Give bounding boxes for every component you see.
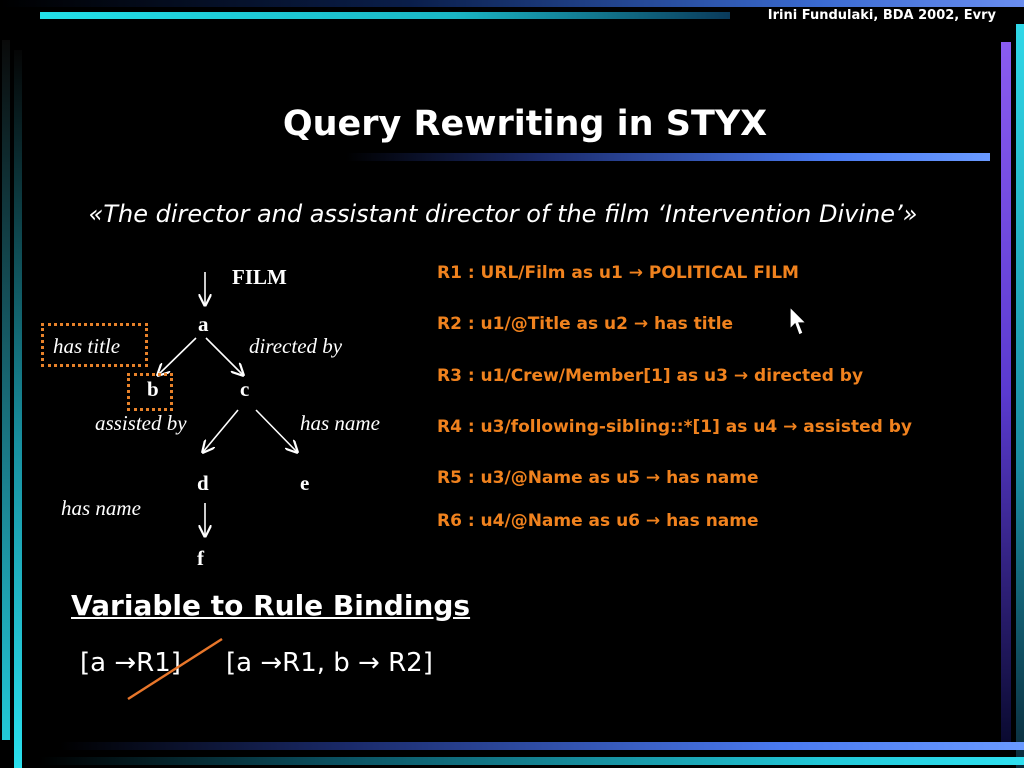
tree-node-e: e (300, 471, 310, 495)
edge-label-assisted-by: assisted by (95, 411, 187, 435)
tree-node-f: f (197, 546, 204, 570)
rule-r6: R6 : u4/@Name as u6 → has name (437, 511, 759, 531)
edge-a-b (158, 337, 197, 375)
slide-credit: Irini Fundulaki, BDA 2002, Evry (767, 8, 996, 23)
left-decor-bar-inner (14, 50, 22, 768)
edge-label-has-title: has title (53, 334, 121, 358)
tree-edges (0, 272, 420, 320)
query-quote: «The director and assistant director of … (88, 200, 918, 228)
tree-node-a: a (198, 312, 209, 336)
slide-title: Query Rewriting in STYX (282, 104, 768, 144)
strike-through-line (127, 637, 223, 701)
highlight-box-node-b (127, 373, 173, 411)
tree-node-b: b (147, 377, 159, 401)
bottom-decor-bar-blue (60, 742, 1024, 750)
rule-r1: R1 : URL/Film as u1 → POLITICAL FILM (437, 263, 799, 283)
bindings-heading: Variable to Rule Bindings (71, 589, 471, 622)
tree-node-d: d (197, 471, 209, 495)
tree-edges-lower (0, 337, 420, 600)
edge-label-directed-by: directed by (249, 334, 343, 358)
edge-c-d (203, 409, 239, 452)
tree-root-label: FILM (232, 265, 287, 289)
edge-a-c (205, 337, 243, 375)
top-decor-bar-blue (0, 0, 1024, 7)
binding-current: [a →R1, b → R2] (226, 648, 433, 678)
rule-r3: R3 : u1/Crew/Member[1] as u3 → directed … (437, 366, 864, 386)
edge-label-has-name-c-e: has name (300, 411, 380, 435)
edge-c-e (255, 409, 297, 452)
right-decor-bar-cyan (1016, 24, 1024, 768)
left-decor-bar-outer (2, 40, 10, 740)
highlight-box-has-title (41, 323, 148, 367)
rule-r4: R4 : u3/following-sibling::*[1] as u4 → … (437, 417, 912, 437)
top-decor-bar-cyan (40, 12, 730, 19)
bottom-decor-bar-cyan (40, 757, 1024, 765)
right-decor-bar-blue (1001, 42, 1011, 742)
mouse-pointer-icon (789, 305, 808, 336)
title-underline-bar (346, 153, 990, 161)
edge-label-has-name-d-f: has name (61, 496, 141, 520)
rule-r2: R2 : u1/@Title as u2 → has title (437, 314, 734, 334)
tree-node-c: c (240, 377, 250, 401)
binding-struck: [a →R1] (80, 648, 181, 678)
rule-r5: R5 : u3/@Name as u5 → has name (437, 468, 759, 488)
